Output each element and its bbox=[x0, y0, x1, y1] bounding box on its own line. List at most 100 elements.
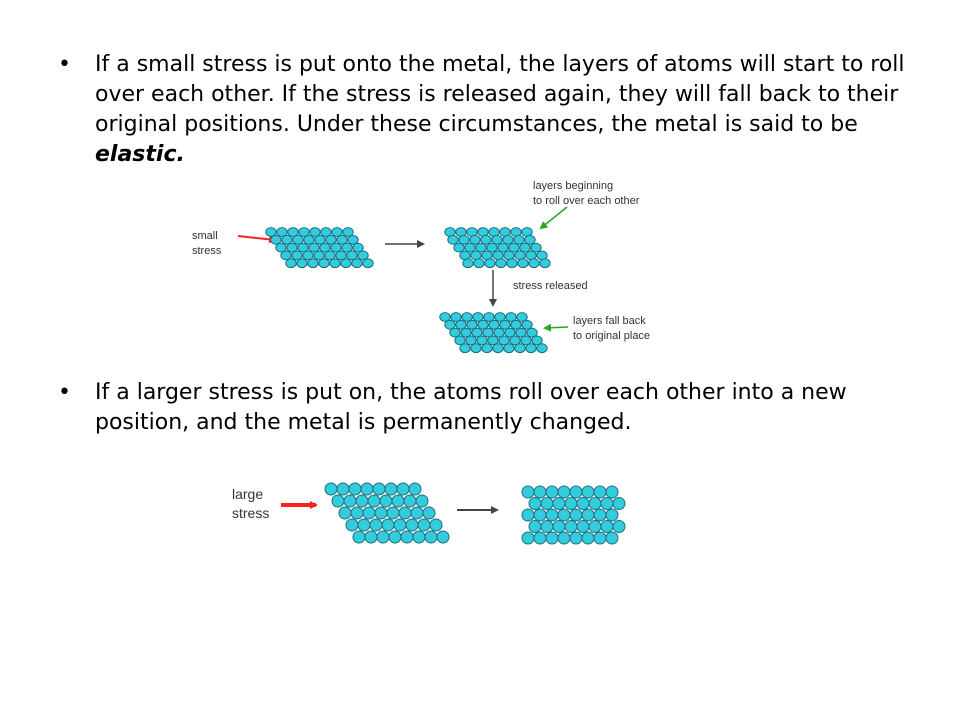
atom bbox=[521, 508, 535, 522]
atom bbox=[484, 258, 496, 269]
atom bbox=[324, 250, 336, 261]
atom bbox=[309, 227, 321, 237]
atom bbox=[593, 508, 607, 522]
atom bbox=[516, 312, 528, 322]
atom bbox=[486, 242, 498, 253]
atom bbox=[453, 242, 465, 253]
atom bbox=[564, 520, 578, 533]
atom bbox=[462, 258, 474, 269]
bullet-marker-1: • bbox=[58, 52, 71, 77]
atom bbox=[475, 242, 487, 253]
atom bbox=[480, 234, 492, 245]
atom bbox=[545, 485, 559, 499]
atom bbox=[357, 250, 369, 261]
atom bbox=[275, 242, 287, 253]
atom bbox=[303, 234, 315, 245]
atom bbox=[281, 234, 293, 245]
atom bbox=[329, 258, 341, 269]
bullet-marker-2: • bbox=[58, 380, 71, 405]
atom bbox=[487, 335, 499, 346]
atom bbox=[510, 319, 522, 330]
atom bbox=[297, 242, 309, 253]
atom bbox=[325, 234, 337, 245]
atom bbox=[557, 508, 571, 522]
atom bbox=[528, 497, 542, 510]
atom bbox=[569, 485, 583, 499]
atom bbox=[410, 506, 424, 520]
atom bbox=[331, 494, 345, 508]
atom bbox=[454, 335, 466, 346]
plastic-paragraph: If a larger stress is put on, the atoms … bbox=[95, 380, 847, 435]
atom bbox=[379, 494, 393, 508]
layers-beginning-label: layers beginning to roll over each other bbox=[533, 180, 640, 207]
atom bbox=[436, 530, 450, 544]
atom bbox=[270, 234, 282, 245]
atom bbox=[350, 506, 364, 520]
atom bbox=[576, 520, 590, 533]
atom bbox=[367, 494, 381, 508]
atom bbox=[458, 234, 470, 245]
atom bbox=[525, 343, 537, 354]
atom bbox=[398, 506, 412, 520]
atom bbox=[528, 258, 540, 269]
lattice-deformed bbox=[521, 485, 626, 545]
atom bbox=[593, 485, 607, 499]
atom bbox=[515, 327, 527, 338]
atom bbox=[494, 312, 506, 322]
atom bbox=[331, 227, 343, 237]
atom bbox=[396, 482, 410, 496]
atom bbox=[449, 327, 461, 338]
atom bbox=[346, 250, 358, 261]
atom bbox=[466, 319, 478, 330]
atom bbox=[342, 227, 354, 237]
atom bbox=[408, 482, 422, 496]
atom bbox=[612, 497, 626, 510]
atom bbox=[493, 327, 505, 338]
atom bbox=[533, 531, 547, 545]
atom bbox=[422, 506, 436, 520]
atom bbox=[400, 530, 414, 544]
atom bbox=[307, 258, 319, 269]
atom bbox=[450, 312, 462, 322]
atom bbox=[588, 497, 602, 510]
fall-back-pointer-arrow bbox=[543, 323, 569, 332]
atom bbox=[320, 227, 332, 237]
atom bbox=[505, 312, 517, 322]
atom bbox=[482, 327, 494, 338]
atom bbox=[403, 494, 417, 508]
atom bbox=[355, 494, 369, 508]
atom bbox=[581, 531, 595, 545]
atom bbox=[539, 258, 551, 269]
atom bbox=[533, 485, 547, 499]
atom bbox=[455, 319, 467, 330]
atom bbox=[540, 520, 554, 533]
atom bbox=[276, 227, 288, 237]
atom bbox=[391, 494, 405, 508]
atom bbox=[388, 530, 402, 544]
atom bbox=[471, 327, 483, 338]
atom bbox=[372, 482, 386, 496]
atom bbox=[545, 508, 559, 522]
atom bbox=[439, 312, 451, 322]
atom bbox=[352, 242, 364, 253]
atom bbox=[335, 250, 347, 261]
atom bbox=[292, 234, 304, 245]
atom bbox=[521, 319, 533, 330]
atom bbox=[470, 343, 482, 354]
atom bbox=[362, 506, 376, 520]
atom bbox=[460, 327, 472, 338]
atom bbox=[557, 531, 571, 545]
atom bbox=[588, 520, 602, 533]
atom bbox=[338, 506, 352, 520]
atom bbox=[352, 530, 366, 544]
atom bbox=[459, 343, 471, 354]
atom bbox=[600, 497, 614, 510]
atom bbox=[341, 242, 353, 253]
atom bbox=[417, 518, 431, 532]
atom bbox=[526, 327, 538, 338]
atom bbox=[298, 227, 310, 237]
atom bbox=[612, 520, 626, 533]
atom bbox=[569, 531, 583, 545]
atom bbox=[374, 506, 388, 520]
